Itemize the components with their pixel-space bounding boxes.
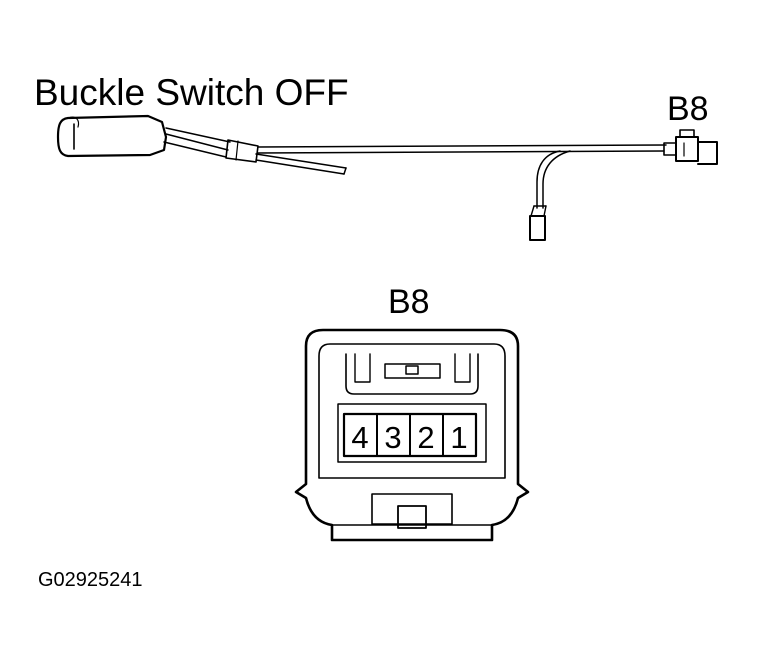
- figure-id: G02925241: [38, 569, 143, 591]
- buckle-wire-bundle: [163, 127, 347, 175]
- connector-b8-harness: [663, 129, 718, 165]
- diagram-title: Buckle Switch OFF: [34, 72, 349, 113]
- connector-b8-face-view: [294, 328, 530, 542]
- pin-label-2: 2: [417, 420, 434, 455]
- buckle-switch-body: [56, 114, 168, 158]
- main-harness-wire: [257, 144, 667, 154]
- pin-labels: 4 3 2 1: [351, 420, 467, 455]
- pin-label-3: 3: [384, 420, 401, 455]
- branch-wire: [533, 150, 571, 209]
- branch-connector: [529, 205, 547, 241]
- pin-label-1: 1: [450, 420, 467, 455]
- connector-label-harness: B8: [667, 90, 709, 128]
- connector-label-face-view: B8: [388, 283, 430, 321]
- pin-label-4: 4: [351, 420, 368, 455]
